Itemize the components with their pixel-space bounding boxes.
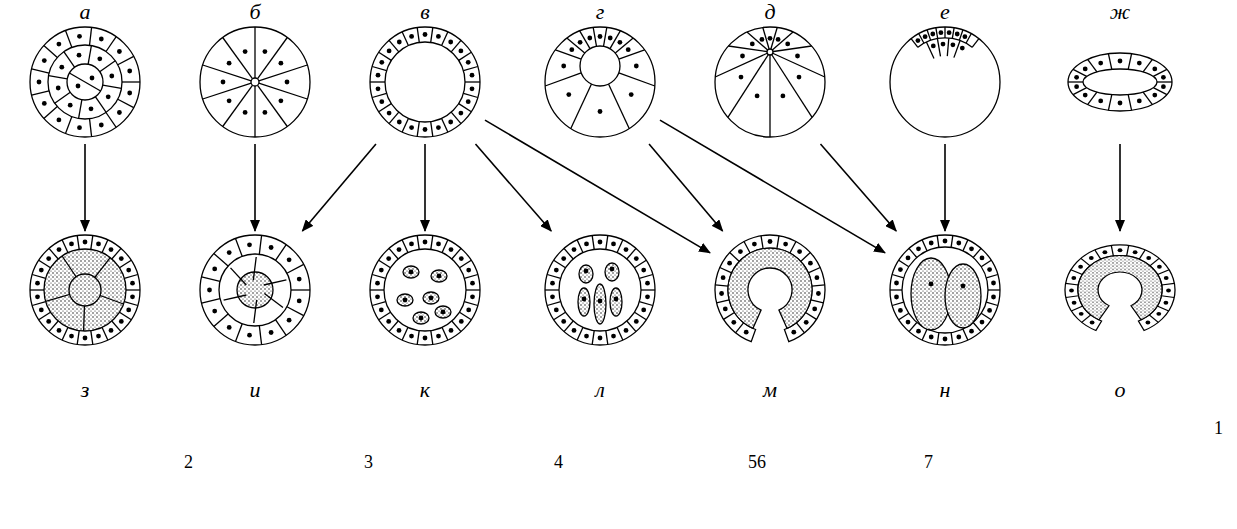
- arrow-connector: [660, 120, 885, 253]
- callout-number: 2: [184, 452, 193, 472]
- embryo-figure: е: [885, 0, 1005, 142]
- embryo-figure: б: [195, 0, 315, 142]
- callout-number: 4: [554, 452, 563, 472]
- callout-number: 7: [924, 452, 933, 472]
- callout-number: 56: [748, 452, 766, 472]
- panel-letter: м: [710, 378, 830, 402]
- panel-letter: з: [25, 378, 145, 402]
- panel-letter: ж: [1060, 0, 1180, 24]
- panel-letter: г: [540, 0, 660, 24]
- arrow-connector: [649, 144, 723, 231]
- panel-letter: д: [710, 0, 830, 24]
- panel-letter: б: [195, 0, 315, 24]
- embryo-figure: ж: [1060, 0, 1180, 142]
- panel-letter: н: [885, 378, 1005, 402]
- arrow-connector: [254, 144, 256, 231]
- embryo-figure: в: [365, 0, 485, 142]
- panel-letter: е: [885, 0, 1005, 24]
- embryo-figure: а: [25, 0, 145, 142]
- panel-letter: и: [195, 378, 315, 402]
- callout-number: 3: [364, 452, 373, 472]
- callout-number: 1: [1214, 418, 1223, 438]
- embryo-figure: л: [540, 232, 660, 402]
- arrow-connector: [475, 144, 551, 231]
- arrow-connector: [84, 144, 86, 231]
- embryo-figure: и: [195, 232, 315, 402]
- arrow-connector: [820, 144, 896, 231]
- panel-letter: о: [1060, 378, 1180, 402]
- embryo-figure: н: [885, 232, 1005, 402]
- arrow-connector: [1119, 144, 1121, 231]
- panel-letter: в: [365, 0, 485, 24]
- embryo-figure: г: [540, 0, 660, 142]
- embryo-figure: м: [710, 232, 830, 402]
- embryo-figure: з: [25, 232, 145, 402]
- arrow-connector: [485, 120, 710, 253]
- arrow-connector: [302, 144, 376, 231]
- panel-letter: а: [25, 0, 145, 24]
- embryo-figure: о: [1060, 232, 1180, 402]
- panel-letter: к: [365, 378, 485, 402]
- arrow-connector: [424, 144, 426, 231]
- embryo-figure: д: [710, 0, 830, 142]
- arrow-connector: [944, 144, 946, 231]
- embryo-figure: к: [365, 232, 485, 402]
- panel-letter: л: [540, 378, 660, 402]
